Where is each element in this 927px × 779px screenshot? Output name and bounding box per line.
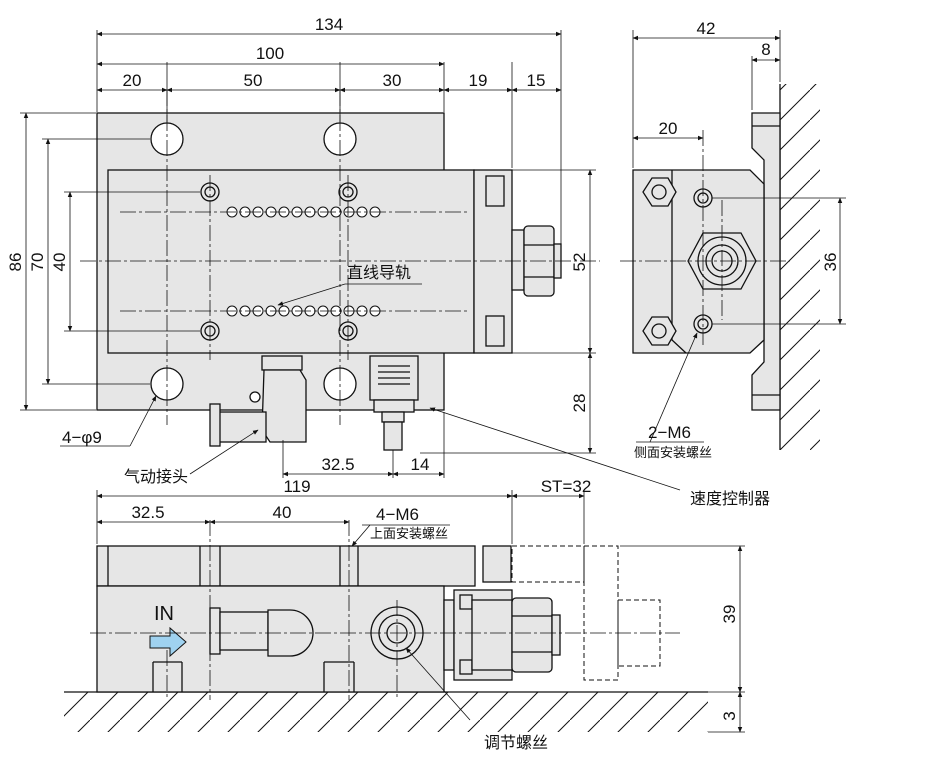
dim-40: 40	[50, 253, 69, 272]
side-centerlines	[620, 130, 790, 345]
dim-134: 134	[315, 15, 343, 34]
side-thread-label: 2−M6	[648, 423, 691, 442]
front-centerlines	[90, 520, 680, 700]
side-dimensions	[632, 30, 846, 443]
dim-14: 14	[411, 455, 430, 474]
dim-50: 50	[244, 71, 263, 90]
dim-19: 19	[469, 71, 488, 90]
top-thread-label: 4−M6	[376, 505, 419, 524]
dim-20: 20	[123, 71, 142, 90]
dim-42: 42	[697, 19, 716, 38]
dim-st: ST=32	[541, 477, 592, 496]
dim-52: 52	[570, 253, 589, 272]
adjust-screw-label: 调节螺丝	[484, 733, 548, 752]
top-dimensions	[20, 30, 681, 491]
speed-controller-label: 速度控制器	[690, 489, 770, 508]
linear-guide-label: 直线导轨	[347, 263, 411, 282]
side-view	[632, 84, 820, 450]
top-view	[96, 112, 562, 451]
hole-spec-label: 4−φ9	[62, 428, 102, 447]
inlet-label: IN	[154, 603, 174, 625]
linear-guide-balls	[226, 206, 381, 317]
front-dimensions	[96, 490, 745, 733]
dim-30: 30	[383, 71, 402, 90]
callout-labels: 直线导轨 4−φ9 气动接头 速度控制器 2−M6 侧面安装螺丝 4−M6 上面…	[62, 263, 770, 752]
dim-3: 3	[720, 711, 739, 720]
speed-controller	[369, 355, 419, 451]
dim-39: 39	[720, 605, 739, 624]
air-fitting-label: 气动接头	[124, 467, 188, 486]
slider-taps	[200, 182, 358, 341]
dim-front-32-5: 32.5	[131, 503, 164, 522]
dim-15: 15	[527, 71, 546, 90]
inlet-arrow-icon	[149, 626, 187, 658]
dim-8: 8	[761, 40, 770, 59]
dim-119: 119	[283, 477, 310, 496]
top-thread-note: 上面安装螺丝	[370, 527, 448, 542]
dim-36: 36	[821, 253, 840, 272]
dim-side-20: 20	[659, 119, 678, 138]
dim-70: 70	[28, 253, 47, 272]
dim-86: 86	[6, 253, 25, 272]
dim-front-40: 40	[273, 503, 292, 522]
air-fitting	[209, 355, 307, 447]
dim-32-5: 32.5	[321, 455, 354, 474]
dim-100: 100	[256, 44, 284, 63]
dimension-labels: 134 100 20 50 30 19 15 86 70 40 52 28 32…	[6, 15, 840, 721]
dim-28: 28	[570, 394, 589, 413]
side-thread-note: 侧面安装螺丝	[634, 446, 712, 461]
top-centerlines	[80, 90, 600, 425]
slider-table	[107, 169, 475, 354]
